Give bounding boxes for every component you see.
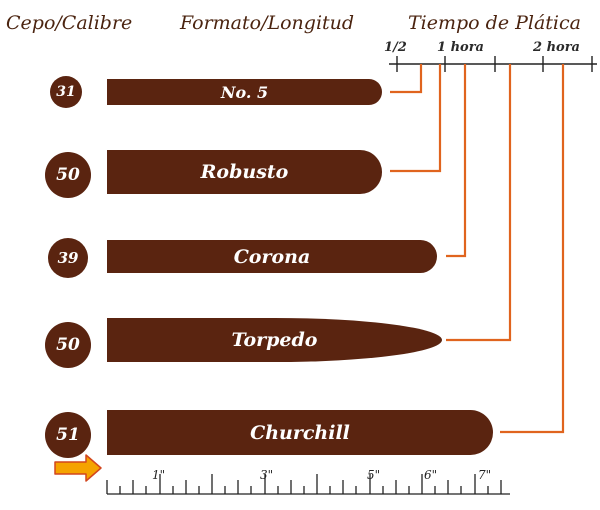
ring-gauge-badge-robusto: 50 — [45, 152, 91, 198]
cigar-name: Corona — [233, 245, 311, 268]
time-label-two-hours: 2 hora — [533, 40, 580, 55]
ring-gauge-value: 50 — [56, 165, 80, 185]
ring-gauge-value: 39 — [57, 249, 79, 267]
ring-gauge-value: 31 — [56, 84, 76, 100]
ruler-label: 7" — [478, 468, 492, 482]
cigar-name: Churchill — [250, 421, 350, 444]
connector-torpedo — [446, 64, 512, 342]
cigar-corona: Corona — [107, 240, 437, 273]
connector-corona — [446, 64, 467, 258]
ring-gauge-value: 51 — [56, 425, 80, 445]
ring-gauge-value: 50 — [56, 335, 80, 355]
cigar-torpedo: Torpedo — [107, 318, 442, 362]
header-smoking-time: Tiempo de Plática — [408, 12, 581, 34]
connector-no5 — [390, 64, 423, 94]
ruler-label: 3" — [260, 468, 274, 482]
ring-gauge-badge-no5: 31 — [50, 76, 82, 108]
ruler-label: 1" — [152, 468, 166, 482]
ruler — [106, 474, 510, 495]
cigar-name: Torpedo — [231, 329, 318, 351]
connector-churchill — [500, 64, 565, 434]
connectors — [390, 64, 565, 434]
cigar-churchill: Churchill — [107, 410, 493, 455]
ruler-label: 5" — [367, 468, 381, 482]
time-label-half-hour: 1/2 — [384, 40, 407, 55]
cigar-robusto: Robusto — [107, 150, 382, 194]
ruler-label: 6" — [424, 468, 438, 482]
cigar-name: Robusto — [200, 161, 289, 183]
cigar-no5: No. 5 — [107, 79, 382, 105]
ring-gauge-badge-torpedo: 50 — [45, 322, 91, 368]
header-format-length: Formato/Longitud — [180, 12, 355, 34]
arrow-icon — [54, 454, 102, 482]
connector-robusto — [390, 64, 442, 173]
cigar-name: No. 5 — [220, 82, 269, 102]
ring-gauge-badge-corona: 39 — [48, 238, 88, 278]
time-label-one-hour: 1 hora — [437, 40, 484, 55]
ring-gauge-badge-churchill: 51 — [45, 412, 91, 458]
header-ring-gauge: Cepo/Calibre — [6, 12, 133, 34]
